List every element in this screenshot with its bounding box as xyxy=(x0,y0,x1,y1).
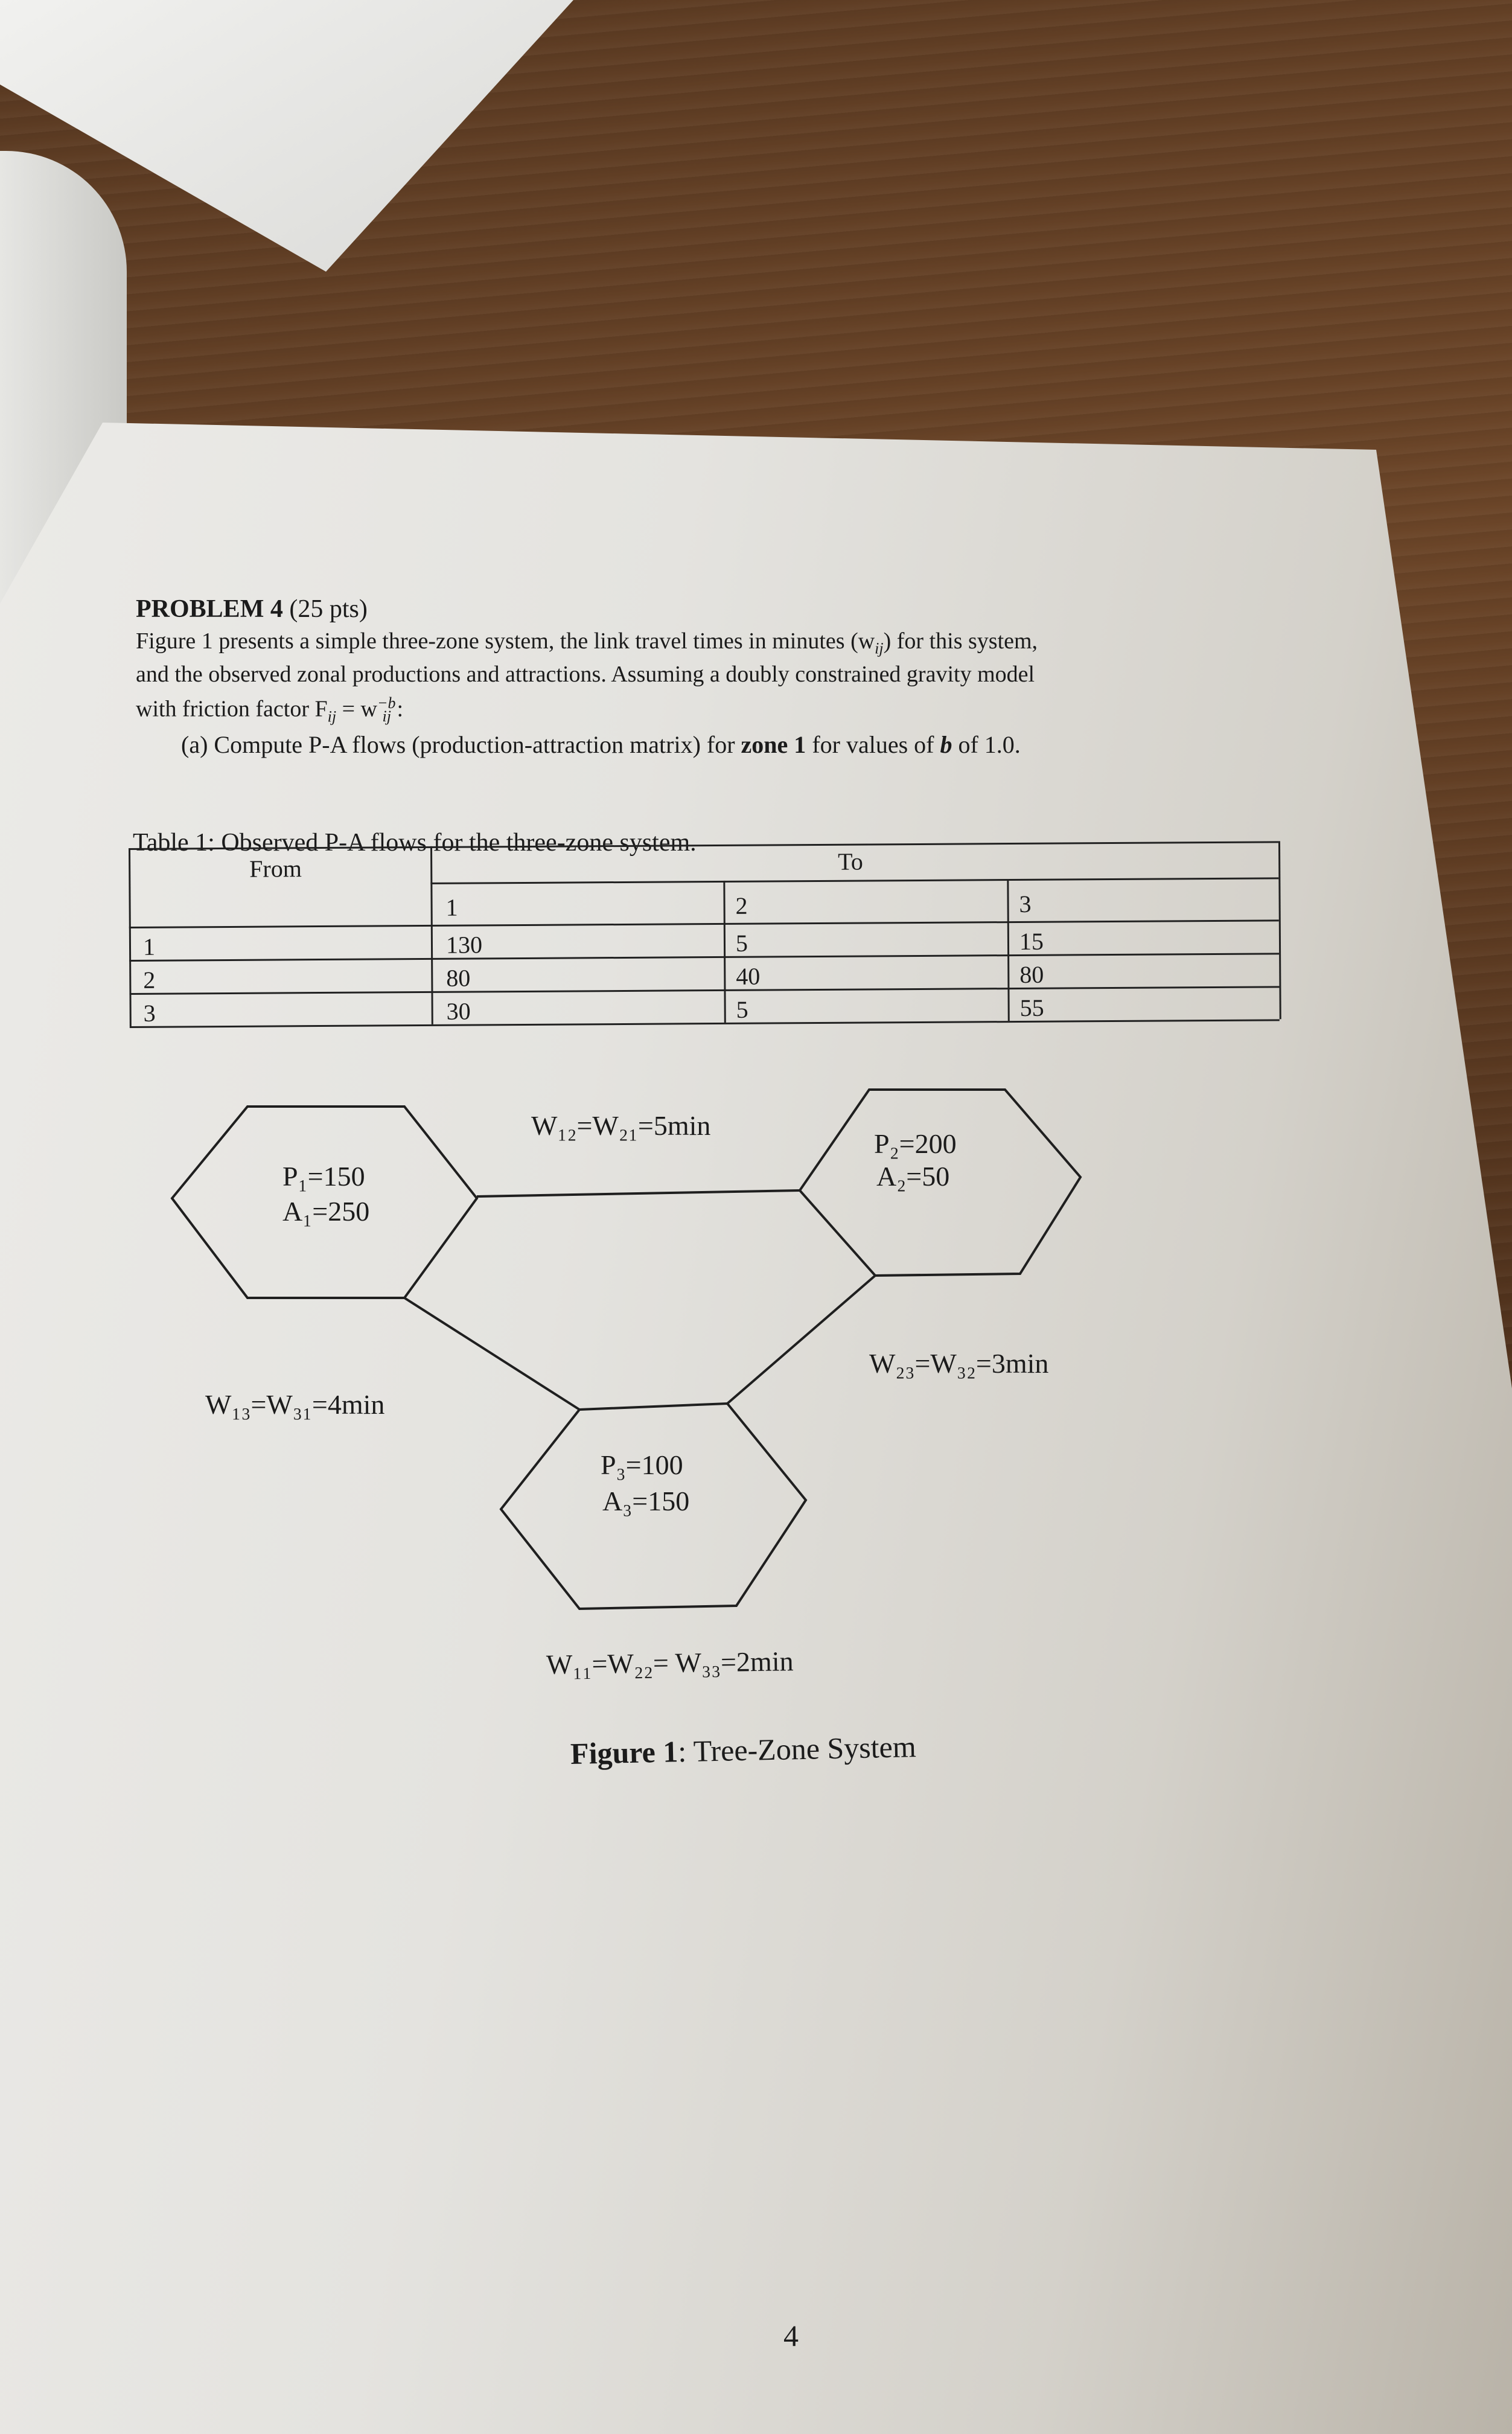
problem-text: Figure 1 presents a simple three-zone sy… xyxy=(136,628,875,654)
table-caption: Table 1: Observed P-A flows for the thre… xyxy=(133,829,697,857)
problem-line-2: and the observed zonal productions and a… xyxy=(136,662,1035,687)
question-text: (a) Compute P-A flows (production-attrac… xyxy=(181,731,741,758)
question-text: for values of xyxy=(806,731,940,758)
superscript: −b xyxy=(377,694,396,712)
problem-text: : xyxy=(391,696,404,722)
question-emphasis: zone 1 xyxy=(741,731,806,758)
question-variable: b xyxy=(940,731,952,758)
subscript: ij xyxy=(382,708,391,726)
zone-3-production: P₃=100 xyxy=(601,1449,683,1480)
problem-points: (25 pts) xyxy=(289,595,368,623)
travel-time-2-3: W₂₃=W₃₂=3min xyxy=(869,1348,1049,1379)
link-2-3 xyxy=(726,1274,876,1405)
page-number: 4 xyxy=(783,2319,799,2353)
link-1-3 xyxy=(403,1297,581,1411)
problem-line-1: Figure 1 presents a simple three-zone sy… xyxy=(136,628,1038,658)
figure-caption-text: : Tree-Zone System xyxy=(677,1730,917,1769)
problem-number: PROBLEM 4 xyxy=(136,595,283,623)
zone-1-attraction: A₁=250 xyxy=(282,1196,370,1227)
subscript: ij xyxy=(327,708,337,726)
problem-line-3: with friction factor Fij = w−bij : xyxy=(136,694,403,726)
figure-caption-label: Figure 1 xyxy=(570,1734,678,1771)
travel-time-1-3: W₁₃=W₃₁=4min xyxy=(205,1389,385,1420)
part-a-question: (a) Compute P-A flows (production-attrac… xyxy=(181,730,1021,759)
question-text: of 1.0. xyxy=(952,731,1021,758)
link-1-2 xyxy=(476,1189,800,1198)
intrazonal-travel-time: W₁₁=W₂₂= W₃₃=2min xyxy=(546,1646,794,1680)
problem-text: = w xyxy=(336,696,377,722)
travel-time-1-2: W₁₂=W₂₁=5min xyxy=(531,1110,711,1141)
zone-2-attraction: A₂=50 xyxy=(876,1161,950,1192)
zone-3-attraction: A₃=150 xyxy=(602,1486,690,1516)
subscript: ij xyxy=(875,639,884,657)
figure-caption: Figure 1: Tree-Zone System xyxy=(570,1729,916,1771)
zone-1-production: P₁=150 xyxy=(282,1161,365,1192)
problem-text: ) for this system, xyxy=(883,628,1038,654)
problem-text: with friction factor F xyxy=(136,696,328,722)
zone-2-production: P₂=200 xyxy=(874,1128,957,1159)
problem-heading: PROBLEM 4 (25 pts) xyxy=(136,595,368,624)
